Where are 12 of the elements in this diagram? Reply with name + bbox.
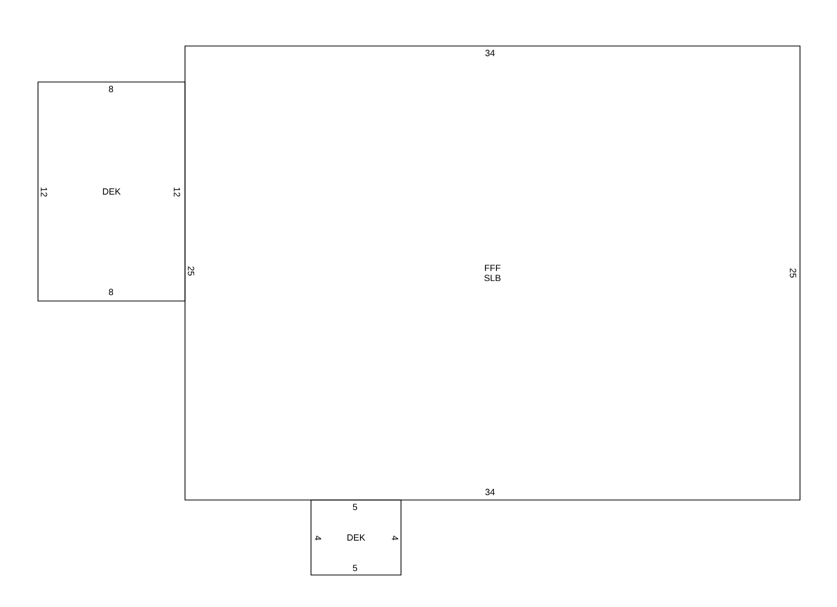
dimension-label: 8 [108, 288, 114, 296]
dimension-label: 12 [174, 188, 180, 197]
dimension-label: 8 [108, 86, 114, 92]
dimension-label: 5 [352, 504, 358, 510]
dimension-label: 4 [314, 536, 322, 540]
dimension-label: 12 [40, 188, 48, 197]
dimension-label: 4 [392, 536, 398, 540]
dimension-label: 34 [485, 50, 495, 56]
dimension-label: 5 [352, 564, 358, 572]
dimension-label: 25 [790, 268, 796, 278]
dimension-label: 25 [188, 266, 194, 276]
dimension-label: 34 [485, 488, 495, 496]
